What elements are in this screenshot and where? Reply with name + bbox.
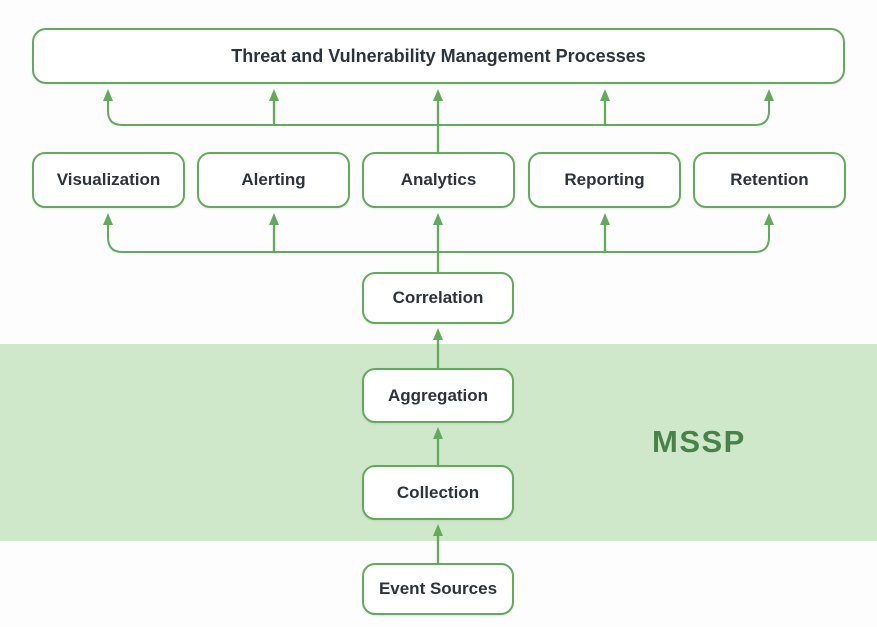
node-label: Reporting — [564, 170, 645, 189]
node-analytics: Analytics — [362, 152, 515, 208]
upper-bus-arrows — [103, 89, 774, 152]
pipeline-arrows — [433, 328, 443, 563]
node-threat-vulnerability-management: Threat and Vulnerability Management Proc… — [32, 28, 845, 84]
node-label: Collection — [396, 482, 480, 502]
node-label: Event Sources — [378, 579, 498, 598]
node-label: Retention — [730, 170, 809, 189]
node-collection: Collection — [362, 465, 514, 520]
node-label: Correlation — [392, 288, 484, 307]
node-aggregation: Aggregation — [362, 368, 514, 423]
node-label: Threat and Vulnerability Management Proc… — [231, 45, 646, 66]
node-correlation: Correlation — [362, 272, 514, 324]
mssp-region-label: MSSP — [652, 424, 746, 459]
node-label: Visualization — [56, 170, 161, 189]
lower-bus-arrows — [103, 213, 774, 272]
node-visualization: Visualization — [32, 152, 185, 208]
node-event-sources: Event Sources — [362, 563, 514, 615]
node-label: Aggregation — [387, 385, 489, 405]
node-label: Analytics — [400, 170, 477, 189]
node-label: Alerting — [241, 170, 306, 189]
node-alerting: Alerting — [197, 152, 350, 208]
node-reporting: Reporting — [528, 152, 681, 208]
node-retention: Retention — [693, 152, 846, 208]
